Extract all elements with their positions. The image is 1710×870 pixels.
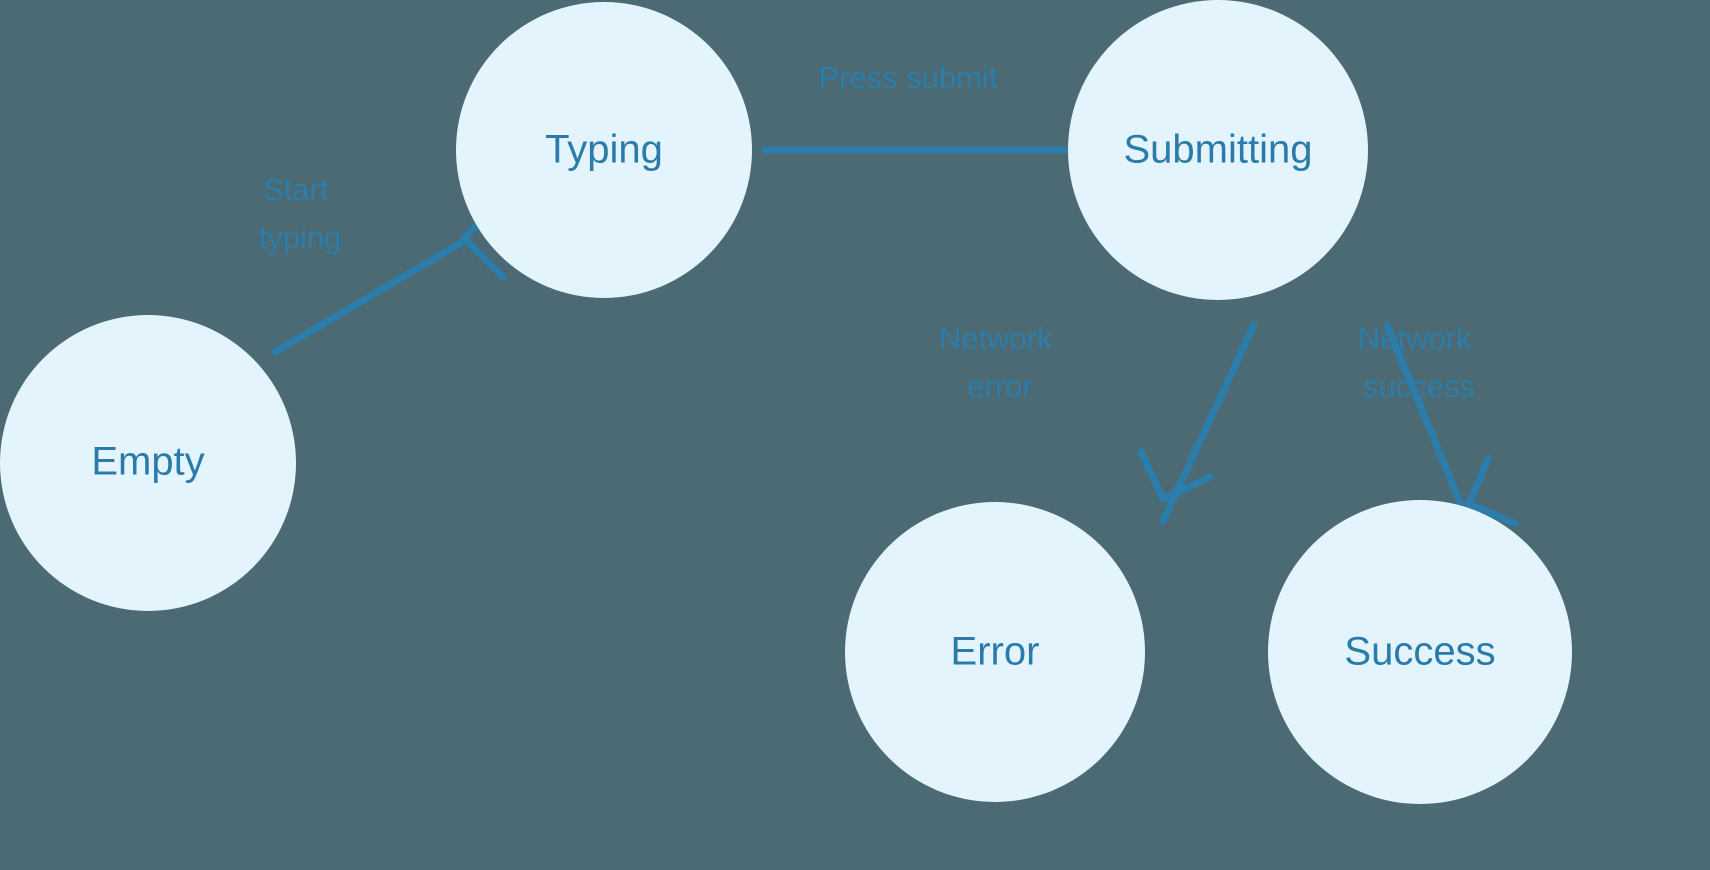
node-label-typing: Typing (545, 128, 663, 172)
edge-line-empty-to-typing (271, 236, 470, 356)
edge-label-line: success (1363, 369, 1475, 404)
node-label-submitting: Submitting (1124, 128, 1313, 172)
edge-label-line: Network (1358, 321, 1472, 356)
edge-line-submitting-to-success (1383, 321, 1473, 528)
node-circle-empty (0, 315, 296, 611)
node-circle-typing (456, 2, 752, 298)
edge-label-line: error (967, 369, 1032, 404)
node-submitting[interactable]: Submitting (1068, 0, 1368, 300)
node-empty[interactable]: Empty (0, 315, 296, 611)
edge-submitting-to-error[interactable]: Network error (939, 321, 1258, 525)
node-circle-error (845, 502, 1145, 802)
edge-label-line: Network (939, 321, 1053, 356)
node-error[interactable]: Error (845, 502, 1145, 802)
edge-label-line: Start (263, 172, 329, 207)
arrowhead-icon-submitting-to-error (1137, 448, 1214, 503)
node-label-error: Error (951, 630, 1040, 674)
node-typing[interactable]: Typing (456, 2, 752, 298)
edge-label-line: typing (259, 220, 342, 255)
node-circle-success (1268, 500, 1572, 804)
edge-label-submitting-to-error: Network error (939, 321, 1061, 404)
node-success[interactable]: Success (1268, 500, 1572, 804)
arrowhead-icon-submitting-to-success (1465, 454, 1519, 528)
node-label-success: Success (1344, 630, 1495, 674)
edge-submitting-to-success[interactable]: Network success (1358, 321, 1535, 528)
node-label-empty: Empty (91, 440, 204, 484)
edge-label-line: Press submit (818, 60, 998, 95)
edge-label-submitting-to-success: Network success (1358, 321, 1480, 404)
node-circle-submitting (1068, 0, 1368, 300)
edge-label-empty-to-typing: Start typing (259, 172, 342, 255)
edge-empty-to-typing[interactable]: Start typing (259, 172, 541, 356)
edge-label-typing-to-submitting: Press submit (818, 60, 998, 95)
